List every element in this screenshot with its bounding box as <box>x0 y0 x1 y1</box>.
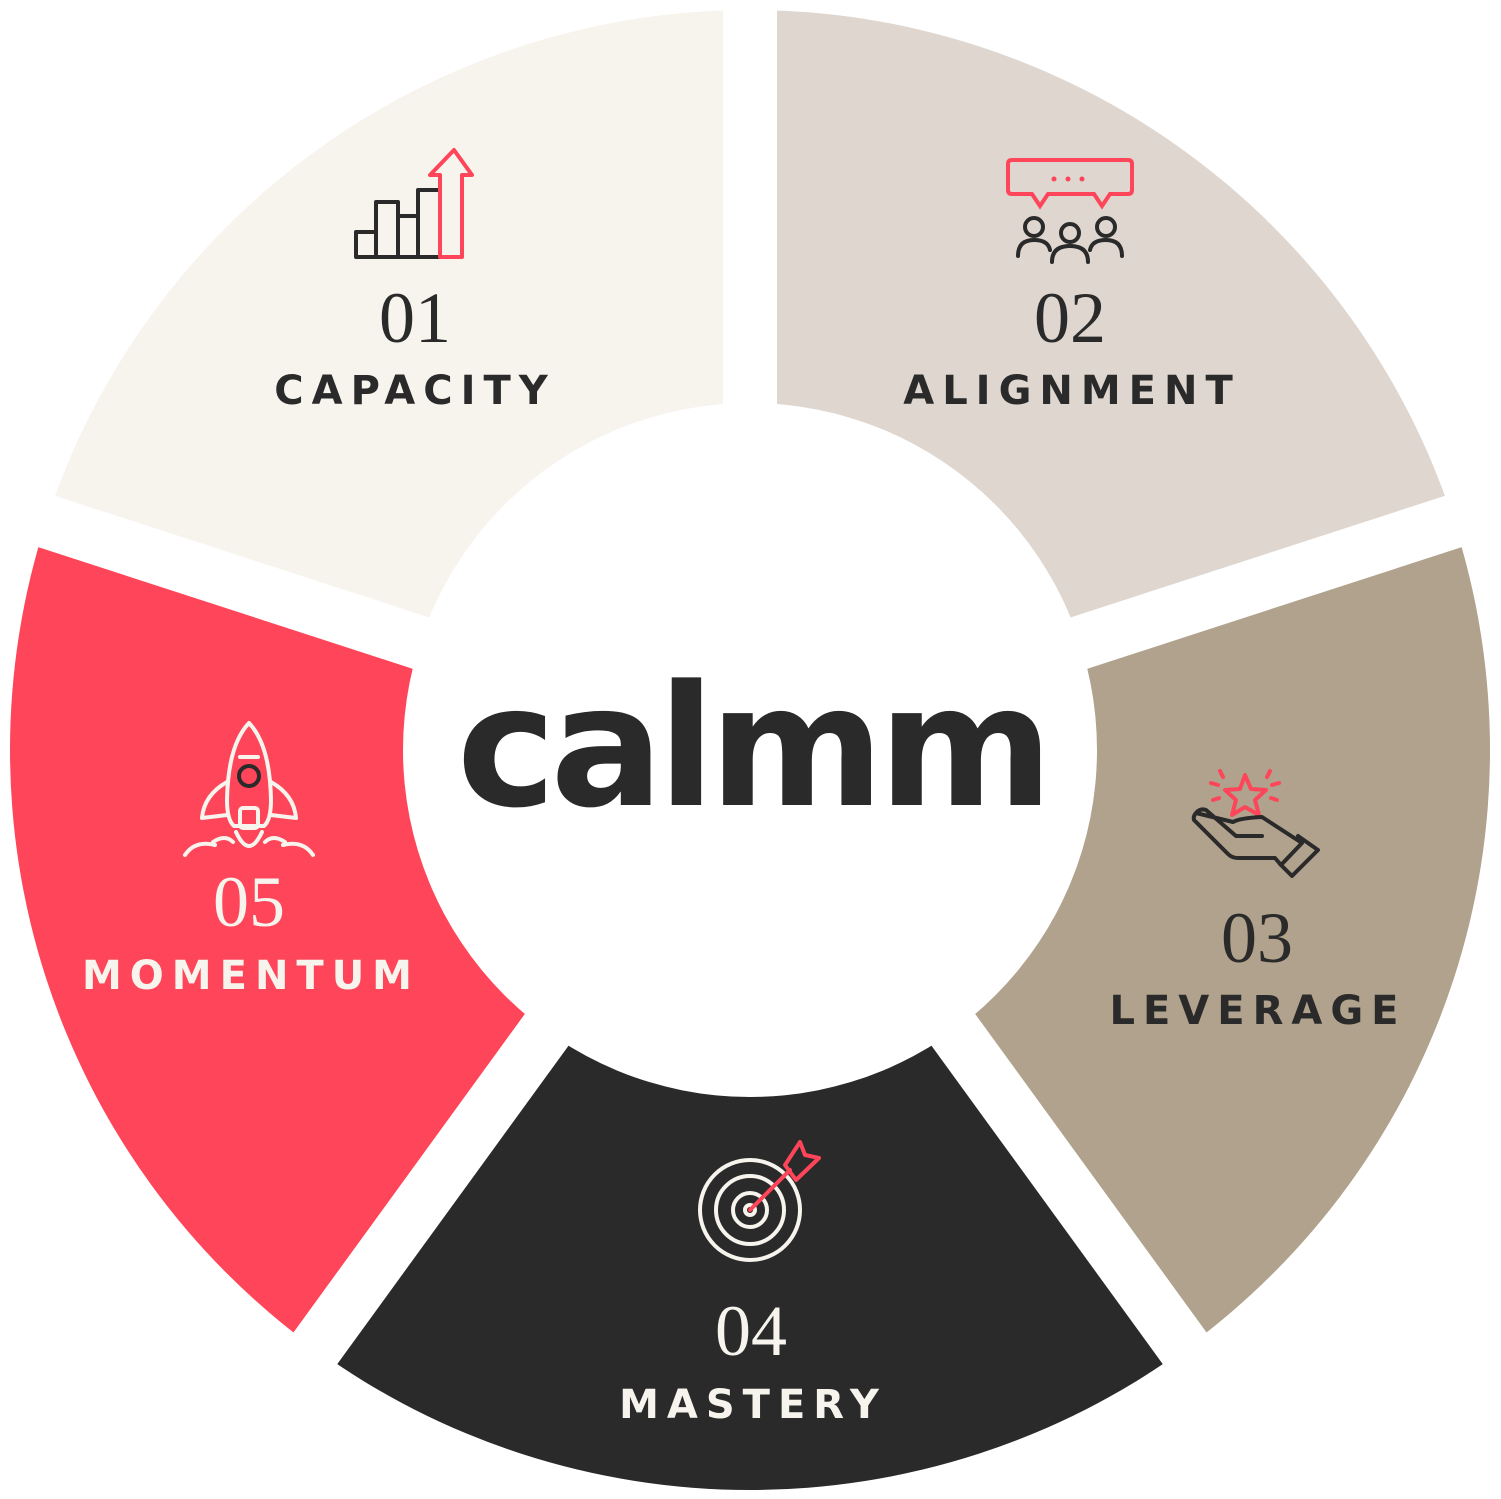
target-dart-icon <box>698 1140 821 1262</box>
segment-label: MOMENTUM <box>82 953 420 999</box>
team-chat-icon <box>1006 158 1134 264</box>
segment-number: 02 <box>1034 278 1106 358</box>
bar-chart-arrow-icon <box>354 148 474 259</box>
segment-number: 03 <box>1221 898 1293 978</box>
segment-label: ALIGNMENT <box>903 368 1241 414</box>
segment-number: 04 <box>715 1291 787 1371</box>
hand-star-icon <box>1191 769 1320 878</box>
segment-label: CAPACITY <box>274 368 555 414</box>
segment-number: 01 <box>379 278 451 358</box>
segment-number: 05 <box>213 862 285 942</box>
calmm-logo: calmm <box>457 649 1048 845</box>
center-circle <box>403 403 1097 1097</box>
segment-label: LEVERAGE <box>1109 988 1406 1034</box>
segment-label: MASTERY <box>619 1382 887 1428</box>
segment-mastery <box>315 750 1185 1491</box>
rocket-icon <box>183 721 315 857</box>
